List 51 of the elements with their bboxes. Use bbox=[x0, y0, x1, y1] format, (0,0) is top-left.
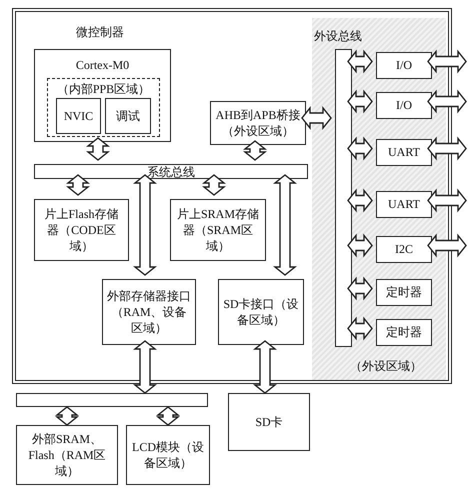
arrow bbox=[347, 50, 373, 74]
memory-box: 片上SRAM存储器（SRAM区域） bbox=[170, 199, 266, 261]
region-label: （内部PPB区域） bbox=[56, 81, 152, 98]
arrow bbox=[347, 316, 373, 340]
arrow bbox=[133, 174, 157, 276]
card-box: SD卡 bbox=[228, 393, 310, 451]
arrow bbox=[347, 90, 373, 114]
arrow bbox=[133, 340, 157, 394]
peripheral-box: 定时器 bbox=[376, 319, 432, 346]
arrow bbox=[243, 140, 267, 161]
arrow bbox=[253, 340, 277, 394]
arrow bbox=[86, 137, 110, 161]
processor-box bbox=[34, 49, 171, 142]
arrow bbox=[427, 90, 467, 114]
peripheral-box: I2C bbox=[376, 236, 432, 263]
arrow bbox=[347, 276, 373, 300]
peripheral-region bbox=[312, 18, 446, 380]
heading: Cortex-M0 bbox=[74, 58, 130, 73]
arrow bbox=[55, 406, 79, 426]
bus-label: 外设总线 bbox=[314, 28, 362, 45]
arrow bbox=[347, 188, 373, 212]
arrow bbox=[427, 50, 467, 74]
arrow bbox=[347, 234, 373, 258]
peripheral-box: I/O bbox=[376, 52, 432, 79]
peripheral-box: UART bbox=[376, 139, 432, 166]
module-box: LCD模块（设备区域） bbox=[126, 425, 210, 485]
memory-box: 外部SRAM、Flash（RAM区域） bbox=[16, 425, 118, 485]
arrow bbox=[202, 174, 226, 196]
arrow bbox=[301, 106, 332, 130]
arrow bbox=[273, 174, 297, 276]
heading: 微控制器 bbox=[76, 24, 124, 41]
arrow bbox=[427, 136, 467, 160]
bridge-box: AHB到APB桥接（外设区域） bbox=[210, 101, 306, 145]
system-bus-bar: 系统总线 bbox=[34, 164, 308, 179]
peripheral-box: I/O bbox=[376, 92, 432, 119]
arrow bbox=[156, 406, 180, 426]
arrow bbox=[427, 188, 467, 212]
module-box: 调试 bbox=[105, 98, 151, 134]
arrow bbox=[347, 136, 373, 160]
interface-box: SD卡接口（设备区域） bbox=[218, 279, 304, 345]
dashed-region-box bbox=[47, 78, 160, 137]
microcontroller-frame bbox=[12, 8, 452, 384]
arrow bbox=[66, 174, 90, 196]
peripheral-box: 定时器 bbox=[376, 279, 432, 306]
external-bus-bar bbox=[16, 393, 208, 407]
module-box: NVIC bbox=[56, 98, 101, 134]
peripheral-box: UART bbox=[376, 191, 432, 218]
region-label: （外设区域） bbox=[350, 358, 422, 375]
arrow bbox=[427, 234, 467, 258]
interface-box: 外部存储器接口（RAM、设备区域） bbox=[102, 279, 196, 345]
memory-box: 片上Flash存储器（CODE区域） bbox=[34, 199, 129, 261]
